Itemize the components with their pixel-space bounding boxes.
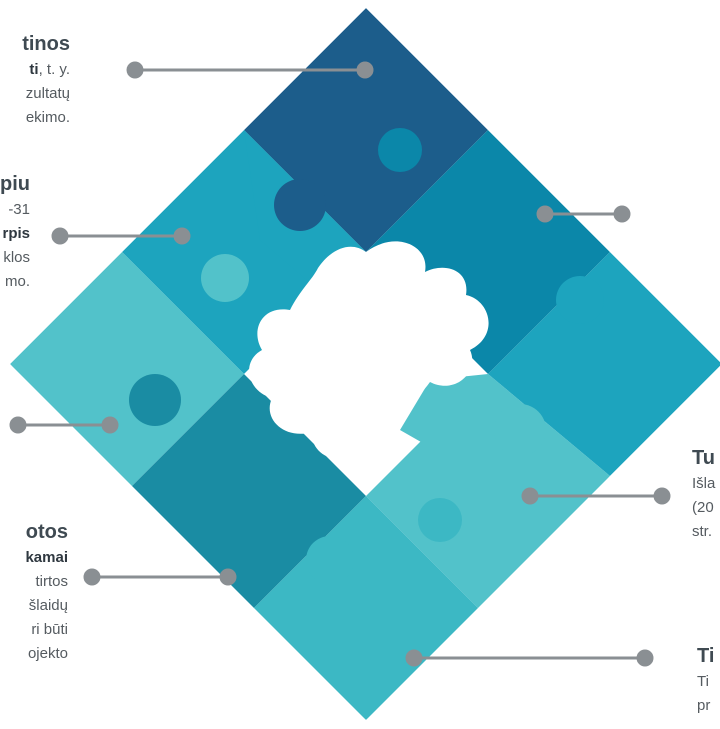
connector-dot (9, 416, 27, 434)
label-top-left-1: tinos ti, t. y. zultatų ekimo. (22, 30, 70, 130)
puzzle-knob (418, 498, 462, 542)
puzzle-knob (274, 179, 326, 231)
label-bold: kamai (25, 549, 68, 566)
label-line: Išla (692, 475, 716, 492)
label-line: klos (3, 249, 30, 266)
label-line: pr (697, 697, 711, 714)
label-line: str. (692, 523, 713, 540)
connector-dot (521, 487, 539, 505)
label-heading: tinos (22, 33, 70, 55)
label-right-2: Ti Ti pr (697, 642, 714, 718)
label-line: zultatų (25, 85, 70, 102)
puzzle-knob (201, 254, 249, 302)
label-heading: Ti (697, 645, 715, 667)
label-right-1: Tu Išla (20 str. (692, 444, 715, 544)
connector-dot (101, 416, 119, 434)
puzzle-knob (129, 374, 181, 426)
label-line: mo. (4, 273, 30, 290)
connector-dot (51, 227, 69, 245)
connector-dot (83, 568, 101, 586)
puzzle-piece-left (10, 252, 244, 496)
connector-dot (126, 61, 144, 79)
connector-dot (356, 61, 374, 79)
connector-dot (405, 649, 423, 667)
puzzle-knob (306, 536, 354, 584)
label-bold: rpis (2, 225, 30, 242)
puzzle-knob (378, 128, 422, 172)
puzzle-piece-right (488, 252, 720, 476)
connector-dot (219, 568, 237, 586)
connector-dot (536, 205, 554, 223)
label-line: ekimo. (25, 109, 70, 126)
connector-dot (613, 205, 631, 223)
label-line: ojekto (27, 645, 68, 662)
label-line: šlaidų (28, 597, 68, 614)
label-heading: piu (0, 173, 30, 195)
label-bottom-left: otos kamai tirtos šlaidų ri būti ojekto (25, 518, 68, 666)
puzzle-piece-center (249, 241, 489, 460)
label-heading: otos (25, 521, 68, 543)
connector-dot (636, 649, 654, 667)
puzzle-knob (556, 276, 604, 324)
label-bold: ti, t. y. (29, 61, 70, 78)
connector-dot (653, 487, 671, 505)
connectors (9, 61, 671, 667)
label-top-left-2: piu -31 rpis klos mo. (0, 170, 30, 294)
label-line: Ti (697, 673, 709, 690)
label-heading: Tu (692, 447, 715, 469)
puzzle-piece-inner-right (400, 374, 488, 470)
connector-dot (173, 227, 191, 245)
label-line: tirtos (35, 573, 68, 590)
label-line: ri būti (31, 621, 68, 638)
puzzle-knob (494, 404, 546, 456)
label-line: (20 (692, 499, 714, 516)
label-line: -31 (8, 201, 30, 218)
